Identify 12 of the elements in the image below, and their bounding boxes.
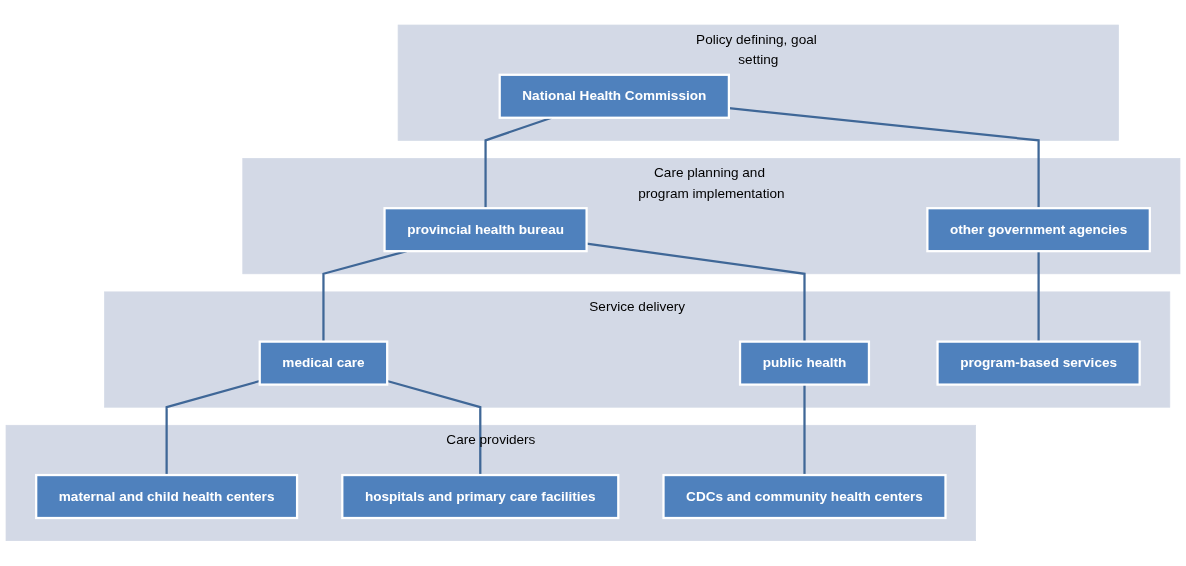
- node-box: CDCs and community health centers: [662, 474, 947, 520]
- node-box: National Health Commission: [498, 73, 730, 120]
- node-box: hospitals and primary care facilities: [341, 474, 620, 520]
- node-box: other government agencies: [926, 207, 1151, 253]
- node-box: public health: [738, 340, 871, 386]
- node-box: maternal and child health centers: [35, 474, 299, 520]
- node-box: medical care: [258, 340, 389, 386]
- connector: [1037, 251, 1040, 342]
- connector: [728, 107, 1040, 209]
- node-box: provincial health bureau: [383, 207, 588, 253]
- node-box: program-based services: [936, 340, 1141, 386]
- connector: [803, 384, 806, 476]
